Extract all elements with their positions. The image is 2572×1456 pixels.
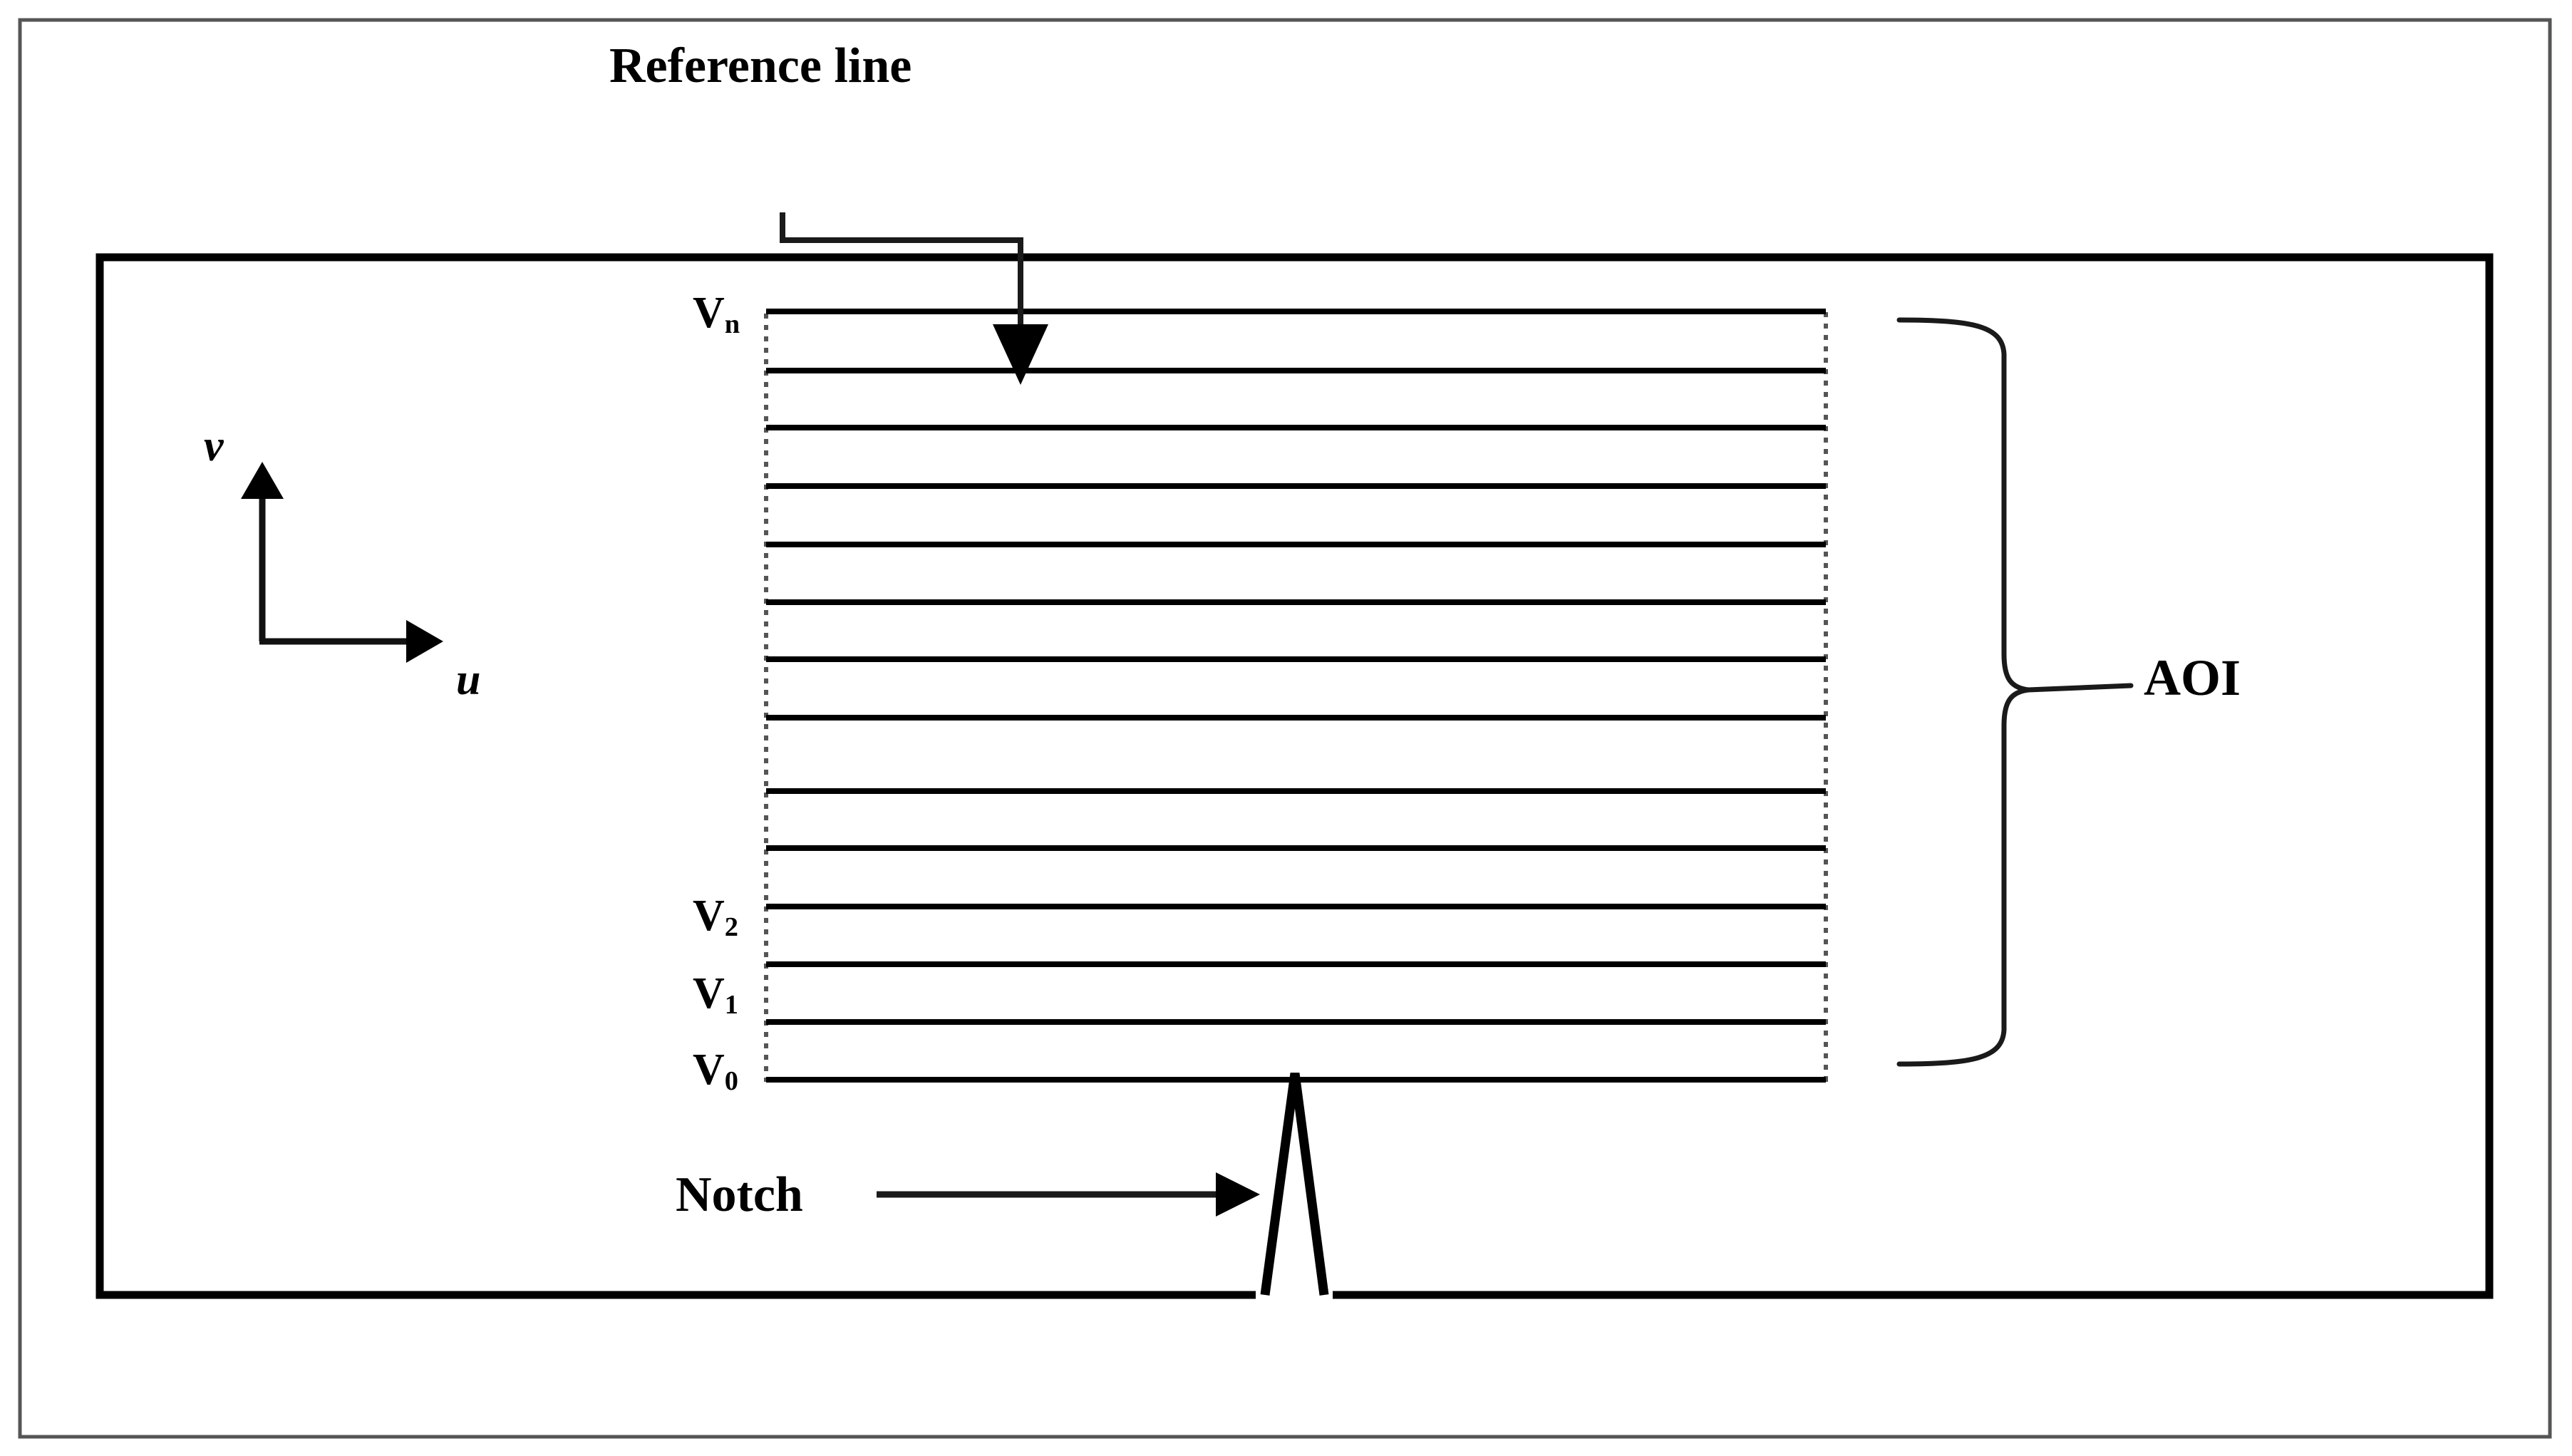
vlabel-sub: n xyxy=(724,309,740,340)
vlabel-base: V xyxy=(693,892,725,940)
notch-leader xyxy=(877,1172,1260,1217)
vlabel-base: V xyxy=(693,1045,725,1094)
scan-line-label-v2: V2 xyxy=(693,892,738,941)
scan-line-label-v0: V0 xyxy=(693,1045,738,1095)
scan-line-label-vn: Vn xyxy=(693,289,740,339)
u-axis-arrowhead xyxy=(406,620,443,663)
scan-line-label-v1: V1 xyxy=(693,969,738,1019)
vlabel-sub: 2 xyxy=(724,912,738,943)
notch-arrowhead xyxy=(1216,1172,1260,1217)
vlabel-base: V xyxy=(693,289,725,337)
vlabel-base: V xyxy=(693,969,725,1018)
aoi-brace-tick xyxy=(2025,683,2134,693)
aoi-label: AOI xyxy=(2144,649,2241,706)
notch-label: Notch xyxy=(676,1167,803,1222)
reference-line-label: Reference line xyxy=(609,38,912,93)
axis-label-u: u xyxy=(456,656,481,704)
scan-line-group xyxy=(766,309,1826,1083)
v-axis-arrowhead xyxy=(241,462,284,499)
wafer-frame-rect xyxy=(95,253,2494,1299)
reference-line-arrowhead xyxy=(993,324,1048,385)
vlabel-sub: 1 xyxy=(724,990,738,1021)
uv-axes xyxy=(241,462,443,663)
page-border xyxy=(18,18,2552,1439)
vlabel-sub: 0 xyxy=(724,1066,738,1097)
reference-line-leader xyxy=(780,212,1048,385)
aoi-brace xyxy=(1896,317,2134,1067)
axis-label-v: v xyxy=(204,422,224,470)
notch-spike xyxy=(1256,1073,1333,1304)
